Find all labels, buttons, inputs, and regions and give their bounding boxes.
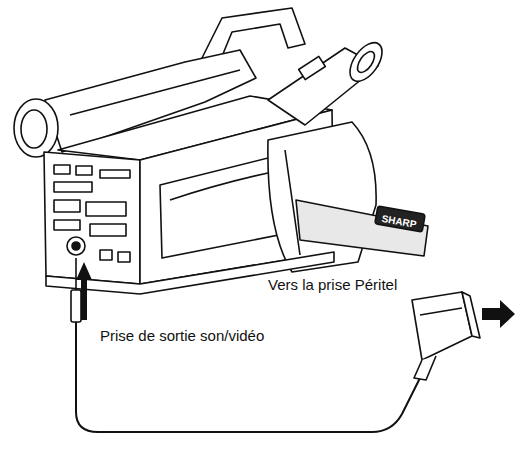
insert-arrow [76,262,92,320]
lens-front [344,37,389,87]
lens-barrel [268,48,378,125]
eyecup [14,99,58,157]
eyecup-inner [21,110,47,148]
body-side [44,152,140,284]
connection-label: Vers la prise Péritel [268,276,397,294]
hand-strap [296,200,428,256]
direction-arrow [482,300,515,328]
lens-switch [299,56,326,79]
av-output-jack [67,237,85,255]
jack-label: Prise de sortie son/vidéo [100,327,264,345]
scart-plug [412,292,480,380]
grip [268,122,376,272]
jack-hole [72,242,80,250]
lens-glass [354,49,378,76]
av-cable [71,258,420,432]
control-buttons [54,165,130,262]
strap-badge [375,206,425,232]
